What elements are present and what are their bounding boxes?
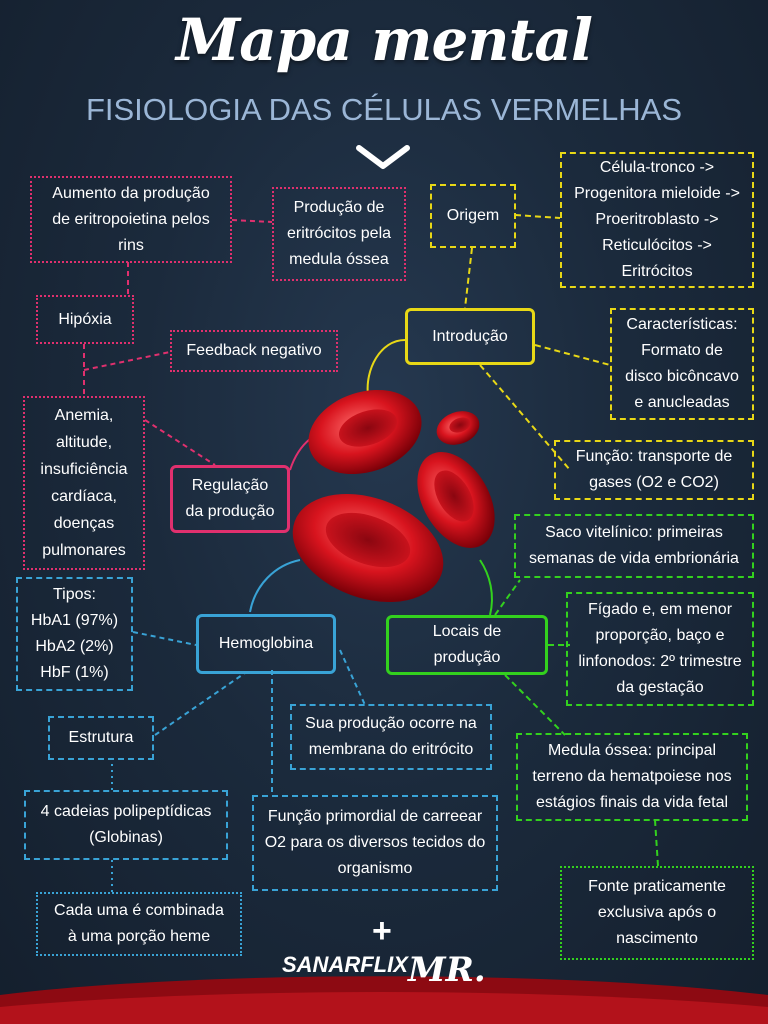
node-tipos: Tipos: HbA1 (97%) HbA2 (2%) HbF (1%): [16, 577, 133, 691]
node-caracteristicas: Características: Formato de disco bicônc…: [610, 308, 754, 420]
node-locais-producao: Locais de produção: [386, 615, 548, 675]
node-origem: Origem: [430, 184, 516, 248]
sanarflix-logo: SANARFLIX: [282, 952, 408, 977]
node-celula-tronco: Célula-tronco -> Progenitora mieloide ->…: [560, 152, 754, 288]
node-medula-ossea: Medula óssea: principal terreno da hemat…: [516, 733, 748, 821]
node-anemia: Anemia, altitude, insuficiência cardíaca…: [23, 396, 145, 570]
chevron-down-icon: [356, 145, 410, 169]
node-estrutura: Estrutura: [48, 716, 154, 760]
node-funcao-transporte: Função: transporte de gases (O2 e CO2): [554, 440, 754, 500]
node-introducao: Introdução: [405, 308, 535, 365]
node-feedback-negativo: Feedback negativo: [170, 330, 338, 372]
node-sua-producao: Sua produção ocorre na membrana do eritr…: [290, 704, 492, 770]
node-hemoglobina: Hemoglobina: [196, 614, 336, 674]
page-title: Mapa mental: [176, 6, 593, 74]
node-cadeias-polipeptidicas: 4 cadeias polipeptídicas (Globinas): [24, 790, 228, 860]
node-hipoxia: Hipóxia: [36, 295, 134, 344]
mr-logo: MR.: [408, 950, 486, 990]
node-figado: Fígado e, em menor proporção, baço e lin…: [566, 592, 754, 706]
node-regulacao-producao: Regulação da produção: [170, 465, 290, 533]
node-saco-vitelinico: Saco vitelínico: primeiras semanas de vi…: [514, 514, 754, 578]
page-subtitle: FISIOLOGIA DAS CÉLULAS VERMELHAS: [85, 92, 683, 127]
footer-wave: [0, 976, 768, 1024]
node-fonte-exclusiva: Fonte praticamente exclusiva após o nasc…: [560, 866, 754, 960]
node-cada-uma: Cada uma é combinada à uma porção heme: [36, 892, 242, 956]
node-funcao-primordial: Função primordial de carreear O2 para os…: [252, 795, 498, 891]
node-aumento-eritropoietina: Aumento da produção de eritropoietina pe…: [30, 176, 232, 263]
red-blood-cells-illustration: [292, 389, 495, 603]
plus-sign: +: [372, 912, 392, 950]
node-producao-eritrocitos: Produção de eritrócitos pela medula ósse…: [272, 187, 406, 281]
